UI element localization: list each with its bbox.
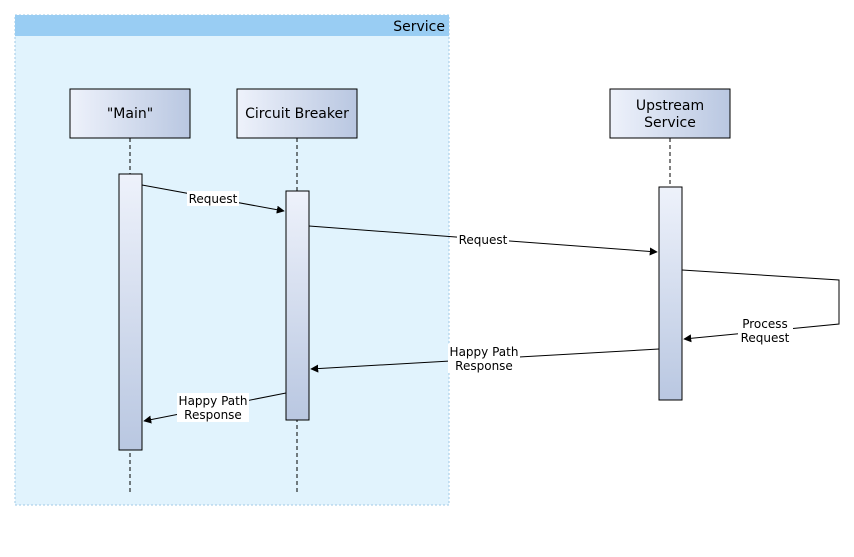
- message-request-2-label: Request: [459, 233, 508, 247]
- participant-main[interactable]: "Main": [69, 88, 191, 139]
- message-happy-path-response-2-line1: Happy Path: [179, 394, 248, 408]
- participant-upstream-label-line1: Upstream: [636, 98, 704, 114]
- message-request-1: Request: [141, 184, 285, 214]
- participant-upstream-service[interactable]: Upstream Service: [609, 88, 731, 139]
- participant-main-label: "Main": [107, 106, 153, 122]
- message-process-request: Process Request: [681, 269, 840, 345]
- service-group-header: [15, 15, 449, 36]
- message-process-request-label-line1: Process: [742, 317, 788, 331]
- participant-circuit-breaker-label: Circuit Breaker: [245, 106, 349, 122]
- message-happy-path-response-1-line2: Response: [455, 359, 513, 373]
- message-process-request-label-line2: Request: [741, 331, 790, 345]
- message-happy-path-response-2: Happy Path Response: [143, 392, 287, 424]
- service-group-title: Service: [393, 19, 445, 35]
- message-happy-path-response-2-line2: Response: [184, 408, 242, 422]
- message-happy-path-response-1-line1: Happy Path: [450, 345, 519, 359]
- message-request-1-label: Request: [189, 192, 238, 206]
- message-request-2: Request: [308, 225, 658, 256]
- participant-upstream-label-line2: Service: [644, 115, 696, 131]
- message-happy-path-response-1: Happy Path Response: [310, 344, 660, 373]
- upstream-activation: [658, 186, 683, 401]
- main-activation: [118, 173, 143, 451]
- circuit-breaker-activation: [285, 190, 310, 421]
- participant-circuit-breaker[interactable]: Circuit Breaker: [236, 88, 358, 139]
